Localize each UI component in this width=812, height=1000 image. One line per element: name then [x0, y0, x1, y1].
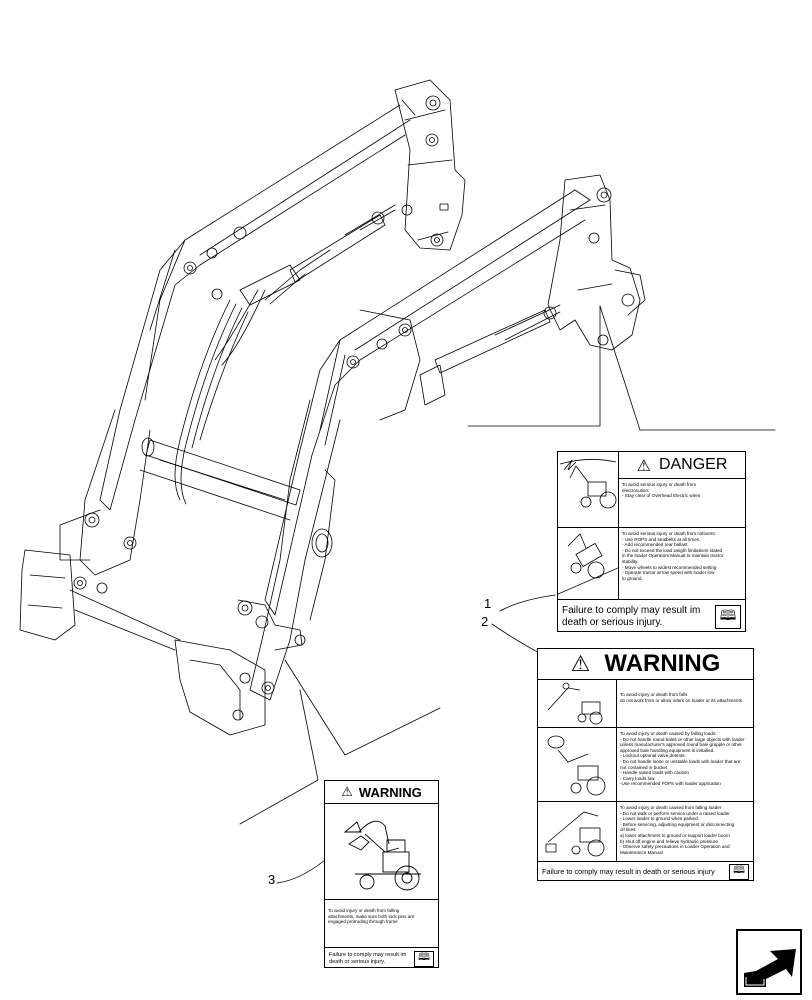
- danger-header: ⚠ DANGER: [619, 452, 745, 479]
- callout-number-3: 3: [268, 872, 276, 887]
- falling-loader-row: To avoid injury or death caused from fal…: [538, 802, 753, 862]
- falls-hazard-pictogram: [538, 680, 617, 727]
- callout-number-2: 2: [481, 614, 489, 629]
- operator-manual-book-icon: 🕮: [729, 863, 749, 880]
- cross-tube: [139, 437, 301, 521]
- warning-decal-small: ⚠ WARNING To avoid injury or death from …: [324, 780, 439, 968]
- warning-triangle-icon: ⚠: [570, 651, 591, 677]
- lower-frame-left: [59, 409, 151, 594]
- warning-large-header: ⚠ WARNING: [538, 649, 753, 680]
- leader-lines: [239, 305, 776, 884]
- warning-small-title: WARNING: [358, 784, 422, 800]
- warning-small-footer-text: Failure to comply may result im death or…: [329, 951, 407, 965]
- danger-footer: Failure to comply may result im death or…: [558, 600, 745, 633]
- danger-electrocution-text: To avoid serious injury or death from el…: [622, 482, 701, 499]
- operator-manual-book-icon: 🕮: [414, 950, 434, 967]
- lower-frame-right: [174, 399, 341, 736]
- falls-hazard-text: To avoid injury or death from falls do n…: [620, 692, 743, 703]
- rollover-hazard-pictogram: [557, 528, 619, 599]
- boom-arm-right: [264, 189, 591, 616]
- callout-number-1: 1: [484, 596, 492, 611]
- warning-large-title: WARNING: [604, 650, 721, 677]
- leader-3: [276, 859, 326, 884]
- falling-loads-text: To avoid injury or death caused by falli…: [620, 731, 745, 787]
- hydraulic-cylinder-left: [239, 204, 396, 306]
- warning-large-footer: Failure to comply may result in death or…: [538, 862, 753, 881]
- danger-footer-text: Failure to comply may result im death or…: [562, 604, 701, 628]
- warning-small-header: ⚠ WARNING: [325, 781, 438, 804]
- falling-loader-text: To avoid injury or death caused from fal…: [620, 805, 735, 855]
- falling-loads-pictogram: [538, 728, 617, 801]
- lock-pin-pictogram: [325, 804, 438, 900]
- warning-small-footer: Failure to comply may result im death or…: [325, 948, 438, 969]
- hydraulic-hoses: [174, 249, 331, 505]
- next-page-arrow-icon[interactable]: [736, 929, 802, 995]
- rear-mount-bracket-right: [547, 174, 646, 351]
- falling-loader-pictogram: [538, 802, 617, 861]
- electric-wire-hazard-pictogram: [558, 452, 619, 527]
- warning-large-footer-text: Failure to comply may result in death or…: [542, 867, 715, 876]
- hydraulic-cylinder-right: [419, 304, 561, 406]
- warning-triangle-icon: ⚠: [636, 455, 651, 475]
- danger-rollover-text: To avoid serious injury or death from ro…: [622, 531, 724, 581]
- warning-triangle-icon: ⚠: [341, 784, 353, 800]
- danger-title: DANGER: [658, 456, 728, 473]
- falls-hazard-row: To avoid injury or death from falls do n…: [538, 680, 753, 728]
- attachment-plate-left: [19, 549, 181, 651]
- leader-1: [499, 594, 556, 612]
- falling-loads-row: To avoid injury or death caused by falli…: [538, 728, 753, 802]
- lock-pin-text: To avoid injury or death from falling at…: [325, 900, 438, 948]
- operator-manual-book-icon: 🕮: [715, 604, 741, 629]
- leader-2: [491, 623, 544, 656]
- danger-decal: ⚠ DANGER To avoid serious injury or deat…: [557, 451, 746, 632]
- boom-arm-left: [99, 99, 416, 511]
- warning-decal-large: ⚠ WARNING To avoid injury or death from …: [537, 648, 754, 881]
- rear-mount-bracket-left: [394, 79, 466, 251]
